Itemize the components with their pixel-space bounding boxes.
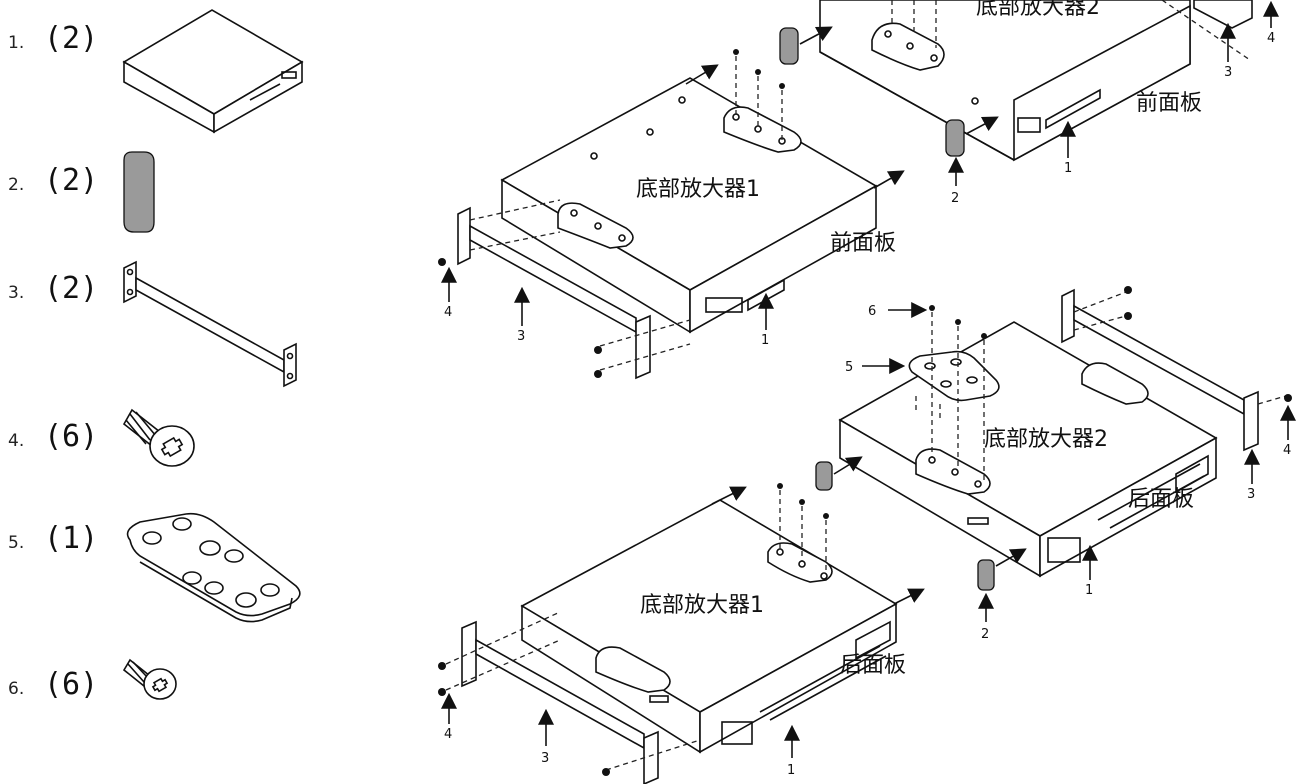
part-quantity: (1) xyxy=(44,521,98,556)
part-number: 3. xyxy=(8,283,24,303)
callout-number: 1 xyxy=(1085,583,1093,598)
rubber-pad xyxy=(945,119,965,157)
amplifier-unit xyxy=(819,0,1191,162)
part-quantity: (6) xyxy=(44,419,98,454)
part-number: 6. xyxy=(8,679,24,699)
callout-number: 2 xyxy=(951,191,959,206)
rubber-pad xyxy=(815,461,833,491)
callout-number: 1 xyxy=(787,763,795,778)
part-quantity: (6) xyxy=(44,667,98,702)
label-bottom-amplifier-2: 底部放大器2 xyxy=(984,427,1108,452)
callout-number: 4 xyxy=(444,727,452,742)
callout-number: 3 xyxy=(517,329,525,344)
label-rear-panel: 后面板 xyxy=(1128,487,1194,512)
rubber-pad xyxy=(779,27,799,65)
label-bottom-amplifier-1: 底部放大器1 xyxy=(640,593,764,618)
rubber-pad-icon xyxy=(123,151,155,233)
callout-number: 2 xyxy=(981,627,989,642)
rubber-pad xyxy=(977,559,995,591)
part-number: 2. xyxy=(8,175,24,195)
callout-number: 1 xyxy=(761,333,769,348)
amplifier-unit xyxy=(520,499,898,754)
label-front-panel: 前面板 xyxy=(830,231,896,256)
callout-number: 3 xyxy=(1247,487,1255,502)
callout-number: 3 xyxy=(1224,65,1232,80)
front-assembly: 底部放大器2 前面板 3 4 1 2 xyxy=(438,0,1279,380)
part-quantity: (2) xyxy=(44,163,98,198)
large-screw-icon xyxy=(122,408,195,467)
rack-ear-bracket xyxy=(461,620,659,784)
amplifier-unit-icon xyxy=(122,9,304,134)
label-rear-panel: 后面板 xyxy=(840,653,906,678)
parts-list: 1. (2) 2. (2) 3. (2) 4. (6) xyxy=(8,9,304,702)
rack-ear-bracket xyxy=(1061,288,1259,452)
amplifier-unit xyxy=(500,77,878,334)
callout-number: 5 xyxy=(845,360,853,375)
callout-number: 4 xyxy=(444,305,452,320)
part-quantity: (2) xyxy=(44,21,98,56)
rack-ear-bracket xyxy=(457,206,651,380)
small-screw-icon xyxy=(122,658,177,700)
label-bottom-amplifier-2: 底部放大器2 xyxy=(976,0,1100,20)
callout-number: 3 xyxy=(541,751,549,766)
label-bottom-amplifier-1: 底部放大器1 xyxy=(636,177,760,202)
label-front-panel: 前面板 xyxy=(1136,91,1202,116)
callout-number: 1 xyxy=(1064,161,1072,176)
callout-number: 4 xyxy=(1267,31,1275,46)
joining-plate-icon xyxy=(126,512,301,623)
part-number: 1. xyxy=(8,33,24,53)
part-quantity: (2) xyxy=(44,271,98,306)
rear-assembly: 6 5 底部放大器2 后面板 2 1 3 4 xyxy=(438,286,1296,784)
part-number: 5. xyxy=(8,533,24,553)
callout-number: 6 xyxy=(868,304,876,319)
rack-ear-bracket-icon xyxy=(123,260,297,388)
callout-number: 4 xyxy=(1283,443,1291,458)
part-number: 4. xyxy=(8,431,24,451)
